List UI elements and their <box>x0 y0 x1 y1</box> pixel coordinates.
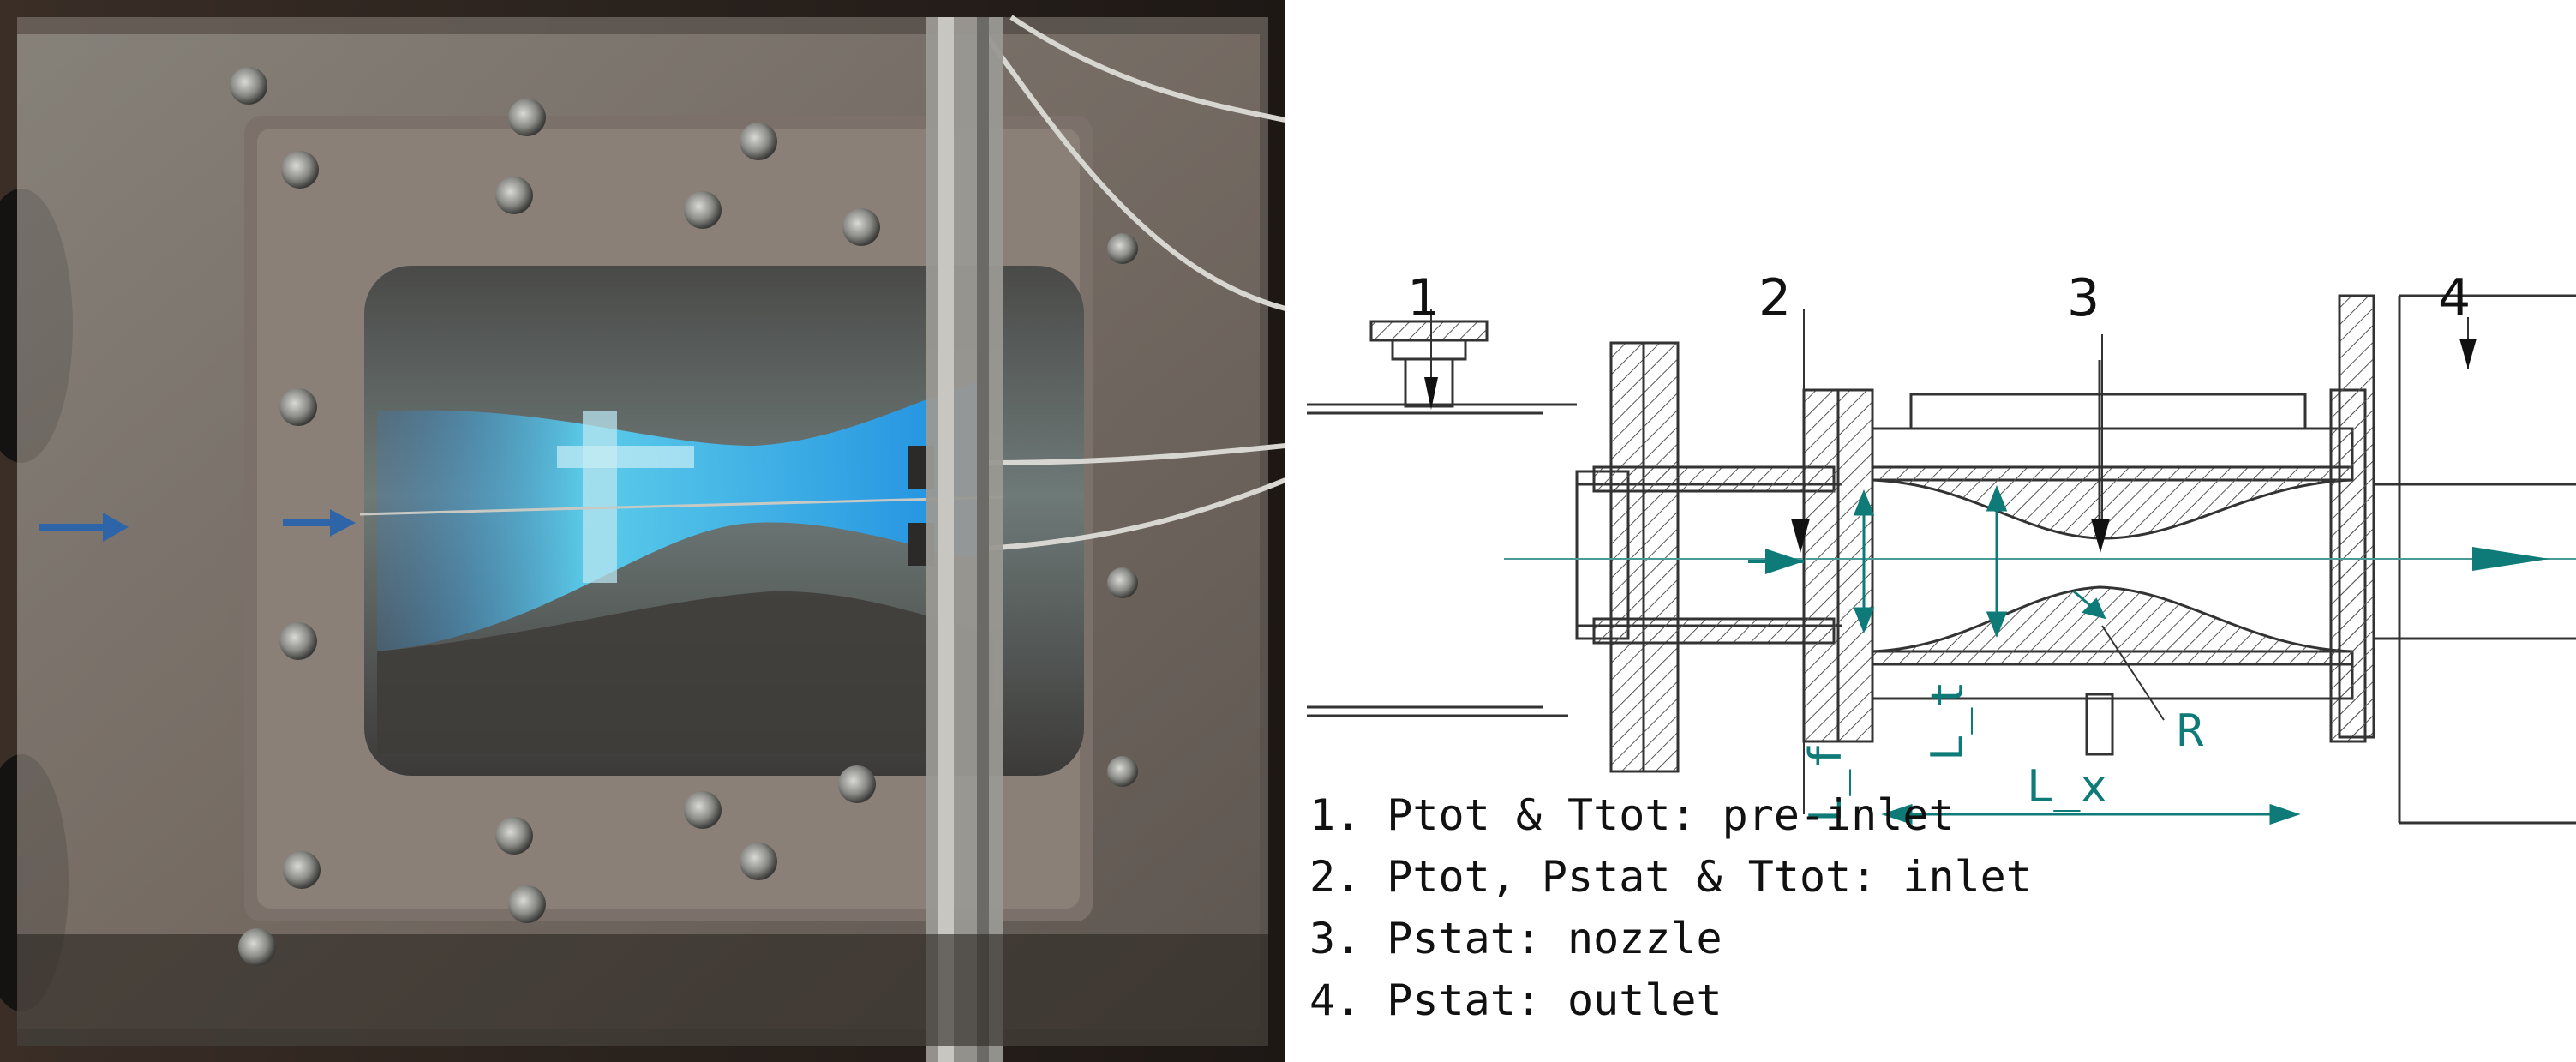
flange-bolts <box>230 67 1138 966</box>
station-label-1: 1 <box>1407 268 1440 328</box>
dimension-label-lt: L_t <box>1922 681 1974 761</box>
flow-arrow-icon <box>283 509 356 537</box>
legend-item-1: 1. Ptot & Ttot: pre-inlet <box>1309 790 1955 840</box>
station-label-3: 3 <box>2067 268 2100 328</box>
test-section-photo <box>0 0 1285 1062</box>
dimension-label-lf: L_f <box>1800 742 1852 823</box>
station-label-4: 4 <box>2438 268 2471 328</box>
nozzle-glow <box>377 381 977 651</box>
probe-markers <box>1424 339 2477 553</box>
support-rail <box>926 17 1003 1062</box>
nozzle-cross-section: 1 2 3 4 L_f L_t L_x R <box>1285 0 2576 1062</box>
station-label-2: 2 <box>1758 268 1791 328</box>
legend-item-2: 2. Ptot, Pstat & Ttot: inlet <box>1309 852 2032 902</box>
legend-item-4: 4. Pstat: outlet <box>1309 975 1722 1025</box>
dimension-label-r: R <box>2177 705 2204 757</box>
flow-arrow-icon <box>39 513 129 542</box>
legend-item-3: 3. Pstat: nozzle <box>1309 914 1722 963</box>
flow-direction-arrows <box>1748 547 2549 574</box>
dimension-label-lx: L_x <box>2027 761 2107 813</box>
measurement-legend: 1. Ptot & Ttot: pre-inlet 2. Ptot, Pstat… <box>1309 784 2032 1031</box>
